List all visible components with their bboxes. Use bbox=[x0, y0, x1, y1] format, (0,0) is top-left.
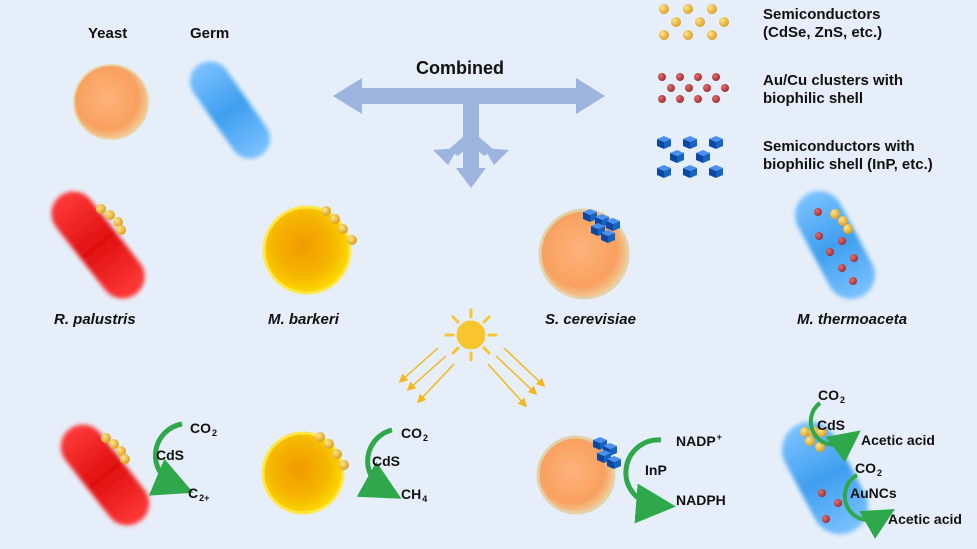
r-palustris-label: R. palustris bbox=[54, 311, 136, 328]
germ-cell-icon bbox=[189, 61, 271, 159]
reaction-arrow-4a bbox=[808, 401, 861, 463]
reaction-arrow-4b bbox=[842, 473, 895, 539]
reaction-arrow-3 bbox=[623, 437, 676, 524]
r3-catalyst: InP bbox=[645, 462, 667, 478]
s-cerevisiae-cell-icon bbox=[538, 208, 630, 300]
r3-reactant: NADP+ bbox=[676, 432, 722, 449]
m-barkeri-label: M. barkeri bbox=[268, 311, 339, 328]
r4b-product: Acetic acid bbox=[888, 511, 962, 527]
combined-arrow-icon bbox=[333, 78, 605, 188]
reaction-arrow-1 bbox=[148, 421, 194, 496]
r1-product: C2+ bbox=[188, 485, 210, 503]
r4a-catalyst: CdS bbox=[817, 417, 845, 433]
r2-catalyst: CdS bbox=[372, 453, 400, 469]
germ-label: Germ bbox=[190, 25, 230, 42]
r1-reactant: CO2 bbox=[190, 420, 218, 438]
m-thermoaceta-label: M. thermoaceta bbox=[797, 311, 908, 328]
yeast-label: Yeast bbox=[88, 25, 128, 42]
m-thermoaceta-cell-icon bbox=[795, 190, 875, 300]
s-cerevisiae-label: S. cerevisiae bbox=[545, 311, 636, 328]
r3-product: NADPH bbox=[676, 492, 726, 508]
r4b-catalyst: AuNCs bbox=[850, 485, 897, 501]
m-barkeri-cell-icon bbox=[262, 205, 357, 295]
legend-item-semiconductors: Semiconductors(CdSe, ZnS, etc.) bbox=[763, 6, 883, 41]
r2-reactant: CO2 bbox=[401, 425, 429, 443]
reaction-arrow-2 bbox=[356, 427, 402, 499]
r1-catalyst: CdS bbox=[156, 447, 184, 463]
bottom-r-palustris-icon bbox=[60, 424, 150, 526]
r2-product: CH4 bbox=[401, 486, 428, 504]
bottom-s-cerevisiae-icon bbox=[536, 435, 621, 515]
yellow-dots-icon bbox=[659, 4, 729, 40]
blue-cubes-icon bbox=[657, 136, 723, 178]
red-dots-icon bbox=[658, 73, 729, 103]
r-palustris-cell-icon bbox=[51, 191, 145, 299]
light-rays-icon bbox=[398, 347, 546, 408]
r4b-reactant: CO2 bbox=[855, 460, 883, 478]
r4a-reactant: CO2 bbox=[818, 387, 846, 405]
combined-label: Combined bbox=[416, 58, 504, 78]
bottom-m-barkeri-icon bbox=[261, 431, 349, 515]
r4a-product: Acetic acid bbox=[861, 432, 935, 448]
sun-icon bbox=[444, 308, 498, 362]
yeast-cell-icon bbox=[73, 64, 149, 140]
